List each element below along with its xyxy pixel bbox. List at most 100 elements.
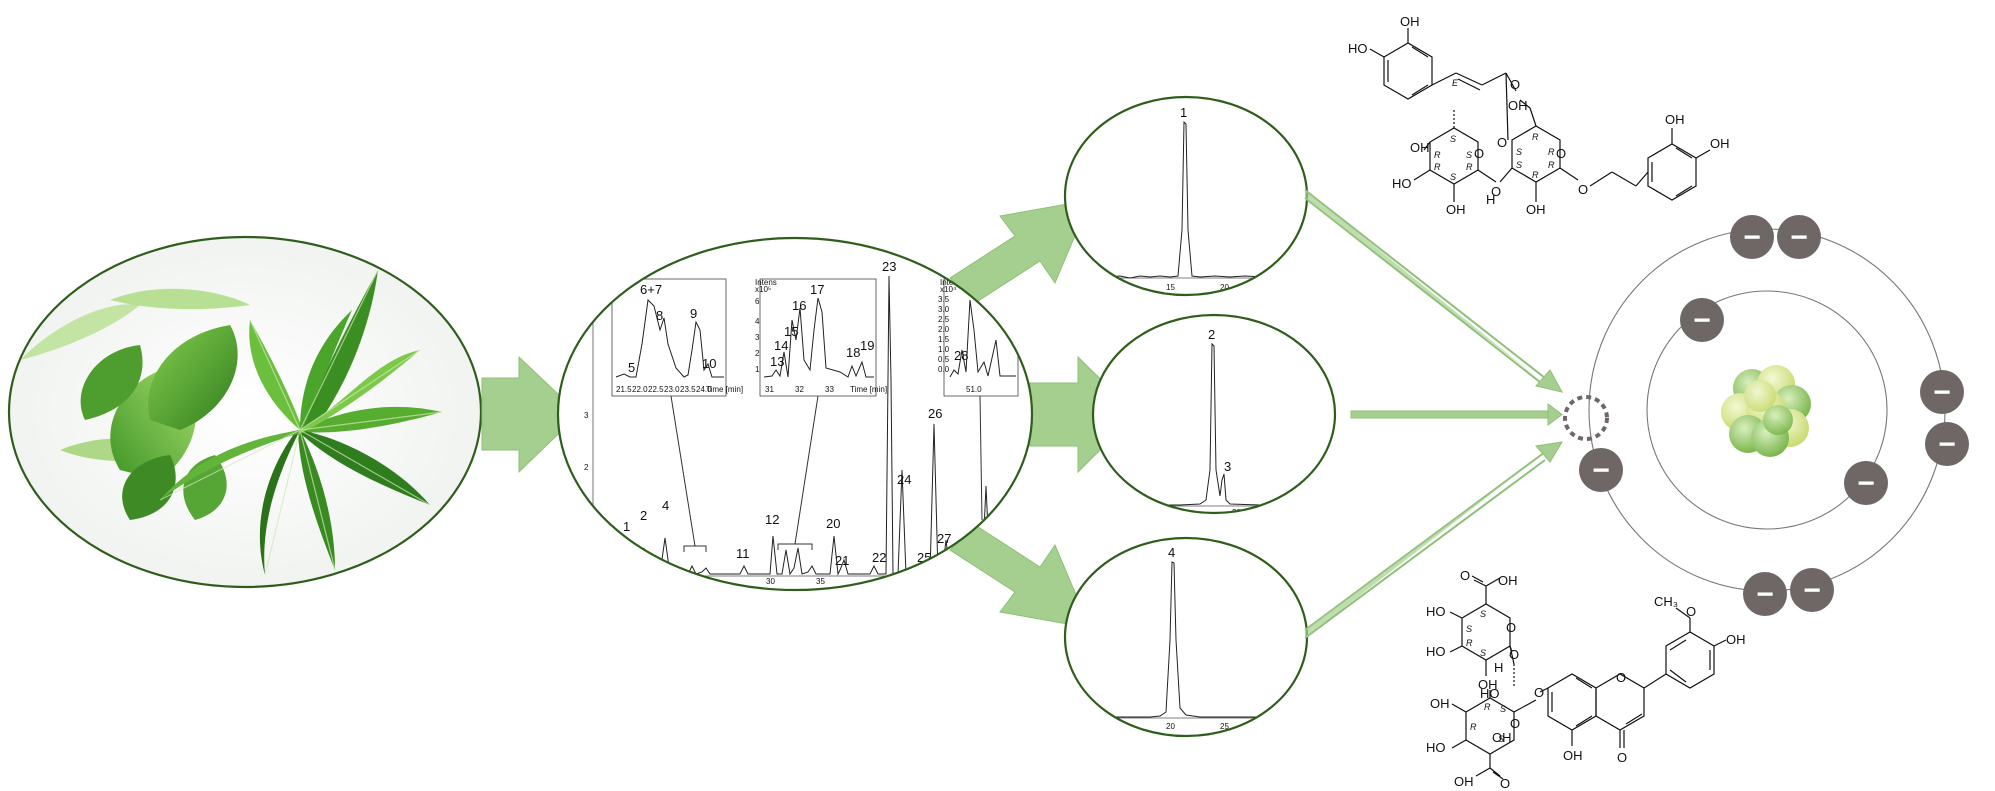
inset1-xtick-4: 23.5 <box>680 385 696 394</box>
inset2-ytick-2: 2 <box>755 349 760 358</box>
inset1-peak-8: 8 <box>656 308 663 323</box>
callout-line-inset3 <box>979 395 983 521</box>
sv-oh-i: OH <box>1526 202 1546 217</box>
sf-r1: R <box>1466 638 1473 648</box>
peak-label-21: 21 <box>835 553 849 568</box>
sf-s4: S <box>1500 704 1506 714</box>
electron-symbol: − <box>1938 428 1956 461</box>
inset2-y-header: Intens <box>755 278 777 287</box>
inset2-ytick-3: 3 <box>755 333 760 342</box>
sv-r5: R <box>1532 170 1539 180</box>
inset1-peak-5: 5 <box>628 360 635 375</box>
inset2-xtick-32: 32 <box>795 385 804 394</box>
main-y-tick-2: 2 <box>584 463 589 472</box>
sf-o-4: O <box>1617 750 1627 765</box>
lemon-verbena-plant-icon <box>20 269 443 576</box>
sf-s1: S <box>1480 609 1486 619</box>
inset3-ytick-0: 3.5 <box>938 295 950 304</box>
peak-label-26: 26 <box>928 406 942 421</box>
inset3-peak-28: 28 <box>954 348 968 363</box>
fraction-top-trace <box>1109 120 1266 279</box>
sf-o-ring2: O <box>1510 716 1520 731</box>
electron-minus-icon: − <box>1920 370 1964 414</box>
sf-oh1: OH <box>1478 677 1498 692</box>
sv-s2: S <box>1466 150 1472 160</box>
sv-o-ring1: O <box>1474 146 1484 161</box>
inset2-peak-17: 17 <box>810 282 824 297</box>
sf-s3: S <box>1480 648 1486 658</box>
sf-o-carb2: O <box>1500 776 1510 791</box>
fraction-top-peak-1: 1 <box>1180 105 1187 120</box>
sv-oh-a: OH <box>1400 14 1420 29</box>
sv-oh-b: HO <box>1348 41 1368 56</box>
sv-ho-f: HO <box>1392 176 1412 191</box>
electron-symbol: − <box>1803 574 1821 607</box>
main-x-tick-35: 35 <box>816 577 825 586</box>
electrons: − − − − − − − − − <box>1579 215 1969 616</box>
arrow-plant-to-hplc <box>481 355 580 474</box>
inset2-trace <box>763 297 874 378</box>
sv-o-ring2: O <box>1556 146 1566 161</box>
sf-oh-bot: OH <box>1454 774 1474 789</box>
hplc-chromatogram: 3 2 30 35 1 2 4 11 12 20 21 22 23 24 25 … <box>556 236 1034 592</box>
inset2-ytick-1: 1 <box>755 365 760 374</box>
sv-oh-d: OH <box>1665 112 1685 127</box>
structure-flavone-labels: OH O HO O HO OH H OH O HO O O HO OH OH O… <box>1426 568 1746 791</box>
electron-symbol: − <box>1933 376 1951 409</box>
arrow-top-to-radical <box>1304 189 1563 393</box>
inset2-peak-18: 18 <box>846 345 860 360</box>
fraction-middle-peak-2: 2 <box>1208 327 1215 342</box>
sv-oh-c: OH <box>1508 98 1528 113</box>
inset3-ytick-6: 0.5 <box>938 355 950 364</box>
sf-h1: H <box>1494 660 1503 675</box>
inset2-peak-16: 16 <box>792 298 806 313</box>
sv-s4: S <box>1516 147 1522 157</box>
sf-o-carb1: O <box>1460 568 1470 583</box>
sf-s5: S <box>1498 734 1504 744</box>
atom-model: − − − − − − − − − <box>1563 215 1969 616</box>
inset2-ytick-4: 4 <box>755 317 760 326</box>
inset3-ytick-2: 2.5 <box>938 315 950 324</box>
inset2-xtick-time: Time [min] <box>850 385 887 394</box>
electron-minus-icon: − <box>1925 422 1969 466</box>
sv-r2: R <box>1434 162 1441 172</box>
sf-o-ring1: O <box>1506 620 1516 635</box>
inset3-ytick-3: 2.0 <box>938 325 950 334</box>
inset1-xtick-0: 21.5 <box>616 385 632 394</box>
inset1-xtick-5: 24.0 <box>696 385 712 394</box>
peak-label-23: 23 <box>882 259 896 274</box>
inner-orbit <box>1646 290 1888 530</box>
structure-verbascoside <box>1369 28 1711 202</box>
electron-minus-icon: − <box>1730 215 1774 259</box>
sv-h-h: H <box>1486 192 1495 207</box>
plant-photo <box>7 235 483 589</box>
peak-label-20: 20 <box>826 516 840 531</box>
sv-o-ester: O <box>1497 135 1507 150</box>
atom-nucleus-icon <box>1721 365 1811 457</box>
peak-label-1: 1 <box>623 519 630 534</box>
inset2-xtick-31: 31 <box>765 385 774 394</box>
sf-o-me: O <box>1686 604 1696 619</box>
inset3-ytick-4: 1.5 <box>938 335 950 344</box>
electron-symbol: − <box>1857 467 1875 500</box>
peak-label-11: 11 <box>736 546 750 561</box>
sv-o-link: O <box>1491 184 1501 199</box>
electron-minus-icon: − <box>1844 461 1888 505</box>
plant-ellipse-border <box>7 235 483 589</box>
sv-r7: R <box>1548 147 1555 157</box>
electron-minus-icon: − <box>1777 215 1821 259</box>
inset3-ytick-7: 0.0 <box>938 365 950 374</box>
sf-oh2: OH <box>1430 696 1450 711</box>
sv-r1: R <box>1434 150 1441 160</box>
inset2-y-unit: x10⁵ <box>755 285 771 294</box>
fraction-bottom-xtick-20: 20 <box>1166 722 1175 731</box>
sv-o-carbonyl: O <box>1510 77 1520 92</box>
electron-vacancy-icon <box>1563 395 1609 441</box>
peak-label-27: 27 <box>937 531 951 546</box>
inset1-peak-9: 9 <box>690 306 697 321</box>
electron-symbol: − <box>1790 221 1808 254</box>
fraction-bottom-xtick-25: 25 <box>1220 722 1229 731</box>
hplc-ellipse-border <box>556 236 1034 592</box>
callout-line-inset2 <box>794 395 819 545</box>
